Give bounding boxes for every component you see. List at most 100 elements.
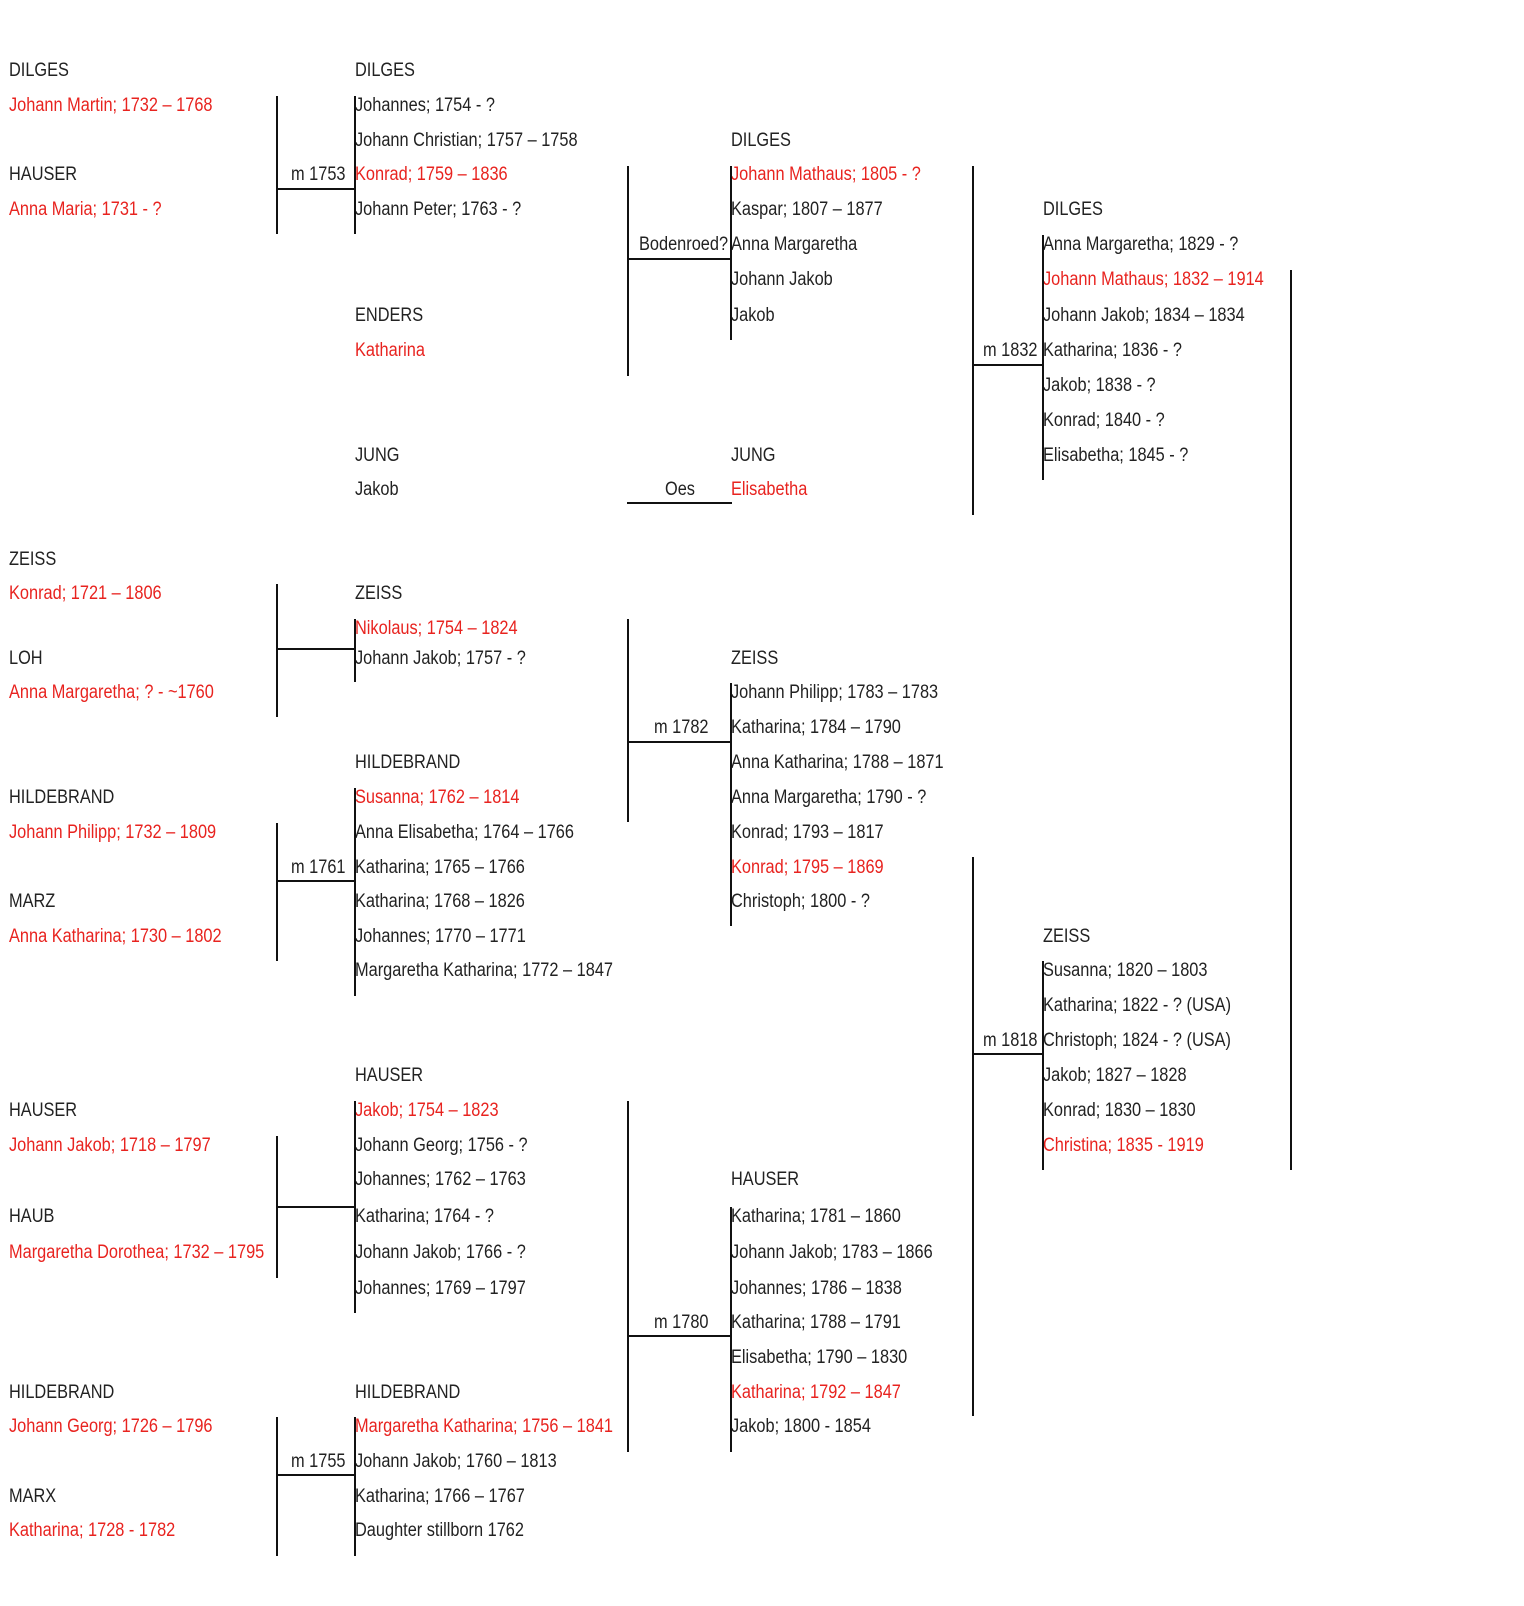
surname-hauser: HAUSER bbox=[9, 1100, 78, 1121]
connector-line bbox=[1290, 270, 1292, 1170]
child-entry: Johann Jakob; 1766 - ? bbox=[355, 1242, 526, 1263]
connector-line bbox=[276, 584, 278, 717]
child-entry: Katharina; 1792 – 1847 bbox=[731, 1382, 901, 1403]
marriage-label: m 1782 bbox=[654, 717, 709, 738]
surname-dilges: DILGES bbox=[731, 130, 791, 151]
child-entry: Kaspar; 1807 – 1877 bbox=[731, 199, 883, 220]
person-johann-philipp: Johann Philipp; 1732 – 1809 bbox=[9, 822, 217, 843]
child-entry: Johann Jakob; 1757 - ? bbox=[355, 648, 526, 669]
child-entry: Anna Katharina; 1788 – 1871 bbox=[731, 752, 944, 773]
child-entry: Susanna; 1820 – 1803 bbox=[1043, 960, 1208, 981]
children-bracket bbox=[354, 619, 356, 682]
child-entry: Anna Elisabetha; 1764 – 1766 bbox=[355, 822, 574, 843]
children-bracket bbox=[1042, 235, 1044, 480]
marriage-label: m 1761 bbox=[291, 857, 346, 878]
surname-enders: ENDERS bbox=[355, 305, 424, 326]
child-entry: Konrad; 1830 – 1830 bbox=[1043, 1100, 1196, 1121]
child-entry: Konrad; 1795 – 1869 bbox=[731, 857, 884, 878]
surname-marx: MARX bbox=[9, 1486, 57, 1507]
child-entry: Katharina; 1836 - ? bbox=[1043, 340, 1182, 361]
child-entry: Margaretha Katharina; 1756 – 1841 bbox=[355, 1416, 613, 1437]
person-johann-jakob-hauser: Johann Jakob; 1718 – 1797 bbox=[9, 1135, 211, 1156]
child-entry: Jakob; 1800 - 1854 bbox=[731, 1416, 871, 1437]
connector-line bbox=[276, 880, 356, 882]
person-anna-katharina: Anna Katharina; 1730 – 1802 bbox=[9, 926, 222, 947]
child-entry: Susanna; 1762 – 1814 bbox=[355, 787, 520, 808]
connector-line bbox=[276, 1206, 356, 1208]
children-bracket bbox=[354, 788, 356, 996]
connector-line bbox=[276, 1474, 356, 1476]
surname-hauser: HAUSER bbox=[731, 1169, 800, 1190]
connector-line bbox=[972, 857, 974, 1416]
child-entry: Katharina; 1768 – 1826 bbox=[355, 891, 525, 912]
child-entry: Katharina; 1784 – 1790 bbox=[731, 717, 901, 738]
connector-line bbox=[627, 619, 629, 822]
surname-marz: MARZ bbox=[9, 891, 56, 912]
child-entry: Christina; 1835 - 1919 bbox=[1043, 1135, 1204, 1156]
child-entry: Anna Margaretha bbox=[731, 234, 858, 255]
child-entry: Jakob; 1827 – 1828 bbox=[1043, 1065, 1187, 1086]
connector-line bbox=[627, 258, 732, 260]
children-bracket bbox=[354, 96, 356, 234]
child-entry: Katharina; 1822 - ? (USA) bbox=[1043, 995, 1232, 1016]
child-entry: Johann Mathaus; 1832 – 1914 bbox=[1043, 269, 1264, 290]
person-anna-margaretha-loh: Anna Margaretha; ? - ~1760 bbox=[9, 682, 214, 703]
child-entry: Konrad; 1759 – 1836 bbox=[355, 164, 508, 185]
connector-line bbox=[627, 1335, 732, 1337]
child-entry: Johann Georg; 1756 - ? bbox=[355, 1135, 528, 1156]
children-bracket bbox=[730, 166, 732, 340]
child-entry: Johannes; 1769 – 1797 bbox=[355, 1278, 526, 1299]
connector-line bbox=[276, 188, 356, 190]
child-entry: Johann Jakob bbox=[731, 269, 833, 290]
child-entry: Johann Jakob; 1783 – 1866 bbox=[731, 1242, 933, 1263]
child-entry: Jakob; 1754 – 1823 bbox=[355, 1100, 499, 1121]
surname-dilges: DILGES bbox=[9, 60, 69, 81]
child-entry: Johann Jakob; 1760 – 1813 bbox=[355, 1451, 557, 1472]
connector-line bbox=[972, 166, 974, 515]
connector-line bbox=[276, 96, 278, 234]
connector-line bbox=[627, 502, 732, 504]
surname-hildebrand: HILDEBRAND bbox=[355, 1382, 461, 1403]
connector-line bbox=[627, 1101, 629, 1452]
child-entry: Johann Mathaus; 1805 - ? bbox=[731, 164, 921, 185]
child-entry: Johannes; 1754 - ? bbox=[355, 95, 495, 116]
surname-hildebrand: HILDEBRAND bbox=[355, 752, 461, 773]
child-entry: Anna Margaretha; 1829 - ? bbox=[1043, 234, 1239, 255]
children-bracket bbox=[354, 1417, 356, 1556]
surname-haub: HAUB bbox=[9, 1206, 55, 1227]
child-entry: Katharina; 1765 – 1766 bbox=[355, 857, 525, 878]
person-anna-maria: Anna Maria; 1731 - ? bbox=[9, 199, 162, 220]
surname-zeiss: ZEISS bbox=[9, 549, 57, 570]
person-katharina-marx: Katharina; 1728 - 1782 bbox=[9, 1520, 176, 1541]
marriage-label: m 1832 bbox=[983, 340, 1038, 361]
child-entry: Christoph; 1824 - ? (USA) bbox=[1043, 1030, 1231, 1051]
child-entry: Margaretha Katharina; 1772 – 1847 bbox=[355, 960, 613, 981]
marriage-label: Bodenroed? bbox=[639, 234, 729, 255]
child-entry: Jakob bbox=[731, 305, 775, 326]
marriage-label: m 1755 bbox=[291, 1451, 346, 1472]
surname-hauser: HAUSER bbox=[9, 164, 78, 185]
child-entry: Johannes; 1770 – 1771 bbox=[355, 926, 526, 947]
surname-hildebrand: HILDEBRAND bbox=[9, 1382, 115, 1403]
child-entry: Johann Christian; 1757 – 1758 bbox=[355, 130, 578, 151]
child-entry: Nikolaus; 1754 – 1824 bbox=[355, 618, 518, 639]
child-entry: Anna Margaretha; 1790 - ? bbox=[731, 787, 927, 808]
surname-zeiss: ZEISS bbox=[731, 648, 779, 669]
surname-hauser: HAUSER bbox=[355, 1065, 424, 1086]
child-entry: Johann Philipp; 1783 – 1783 bbox=[731, 682, 939, 703]
child-entry: Katharina; 1766 – 1767 bbox=[355, 1486, 525, 1507]
connector-line bbox=[972, 364, 1044, 366]
person-margaretha-dorothea: Margaretha Dorothea; 1732 – 1795 bbox=[9, 1242, 265, 1263]
surname-jung: JUNG bbox=[731, 445, 776, 466]
person-johann-georg: Johann Georg; 1726 – 1796 bbox=[9, 1416, 213, 1437]
child-entry: Elisabetha; 1845 - ? bbox=[1043, 445, 1189, 466]
children-bracket bbox=[1042, 961, 1044, 1170]
child-entry: Konrad; 1840 - ? bbox=[1043, 410, 1165, 431]
marriage-label: Oes bbox=[665, 479, 695, 500]
connector-line bbox=[276, 823, 278, 961]
child-entry: Johannes; 1762 – 1763 bbox=[355, 1169, 526, 1190]
connector-line bbox=[627, 741, 732, 743]
person-konrad-zeiss: Konrad; 1721 – 1806 bbox=[9, 583, 162, 604]
children-bracket bbox=[354, 1101, 356, 1313]
